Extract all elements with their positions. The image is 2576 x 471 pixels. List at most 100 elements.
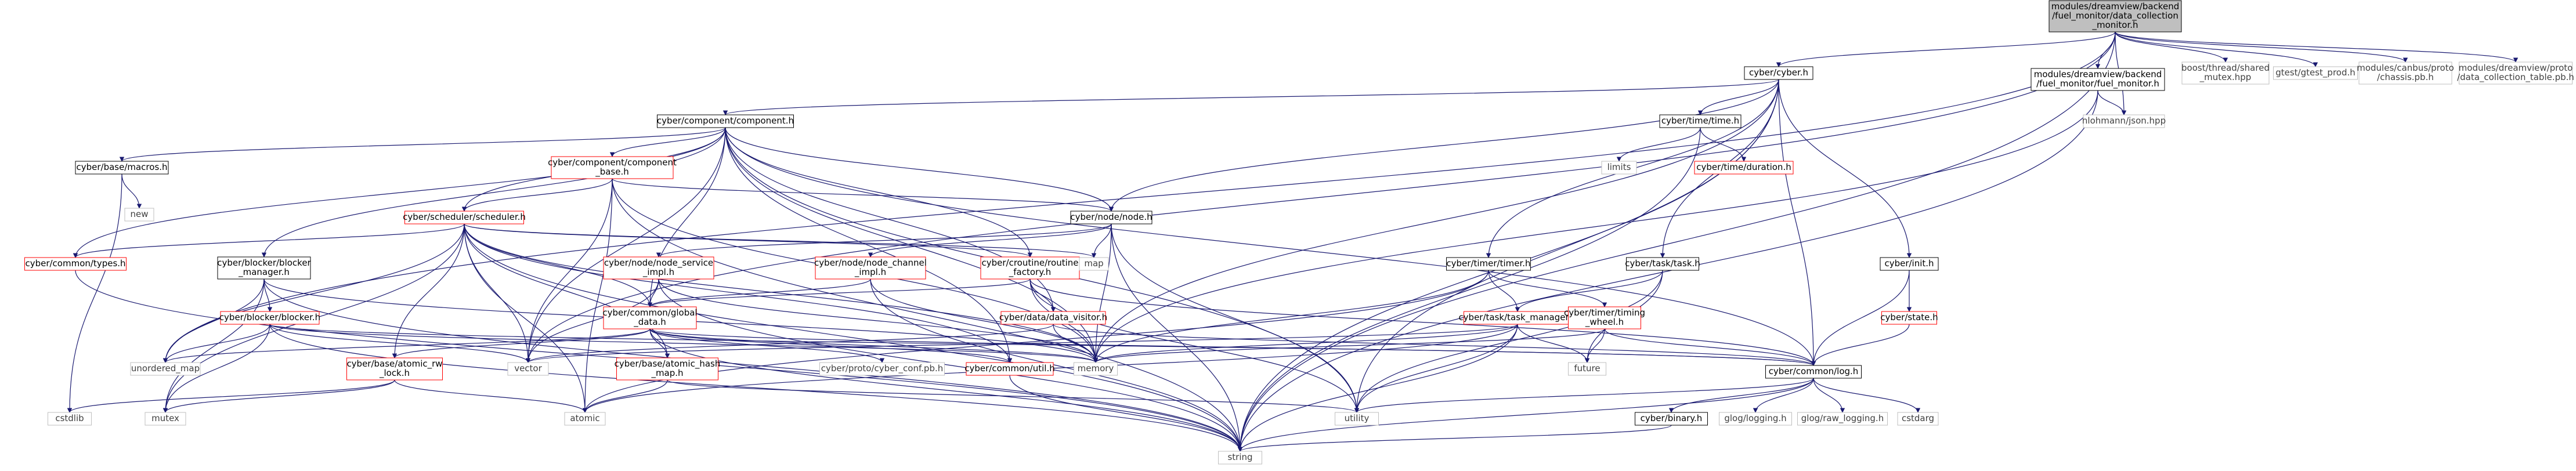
graph-node-task-h[interactable]: cyber/task/task.h — [1625, 257, 1700, 271]
node-label: _impl.h — [854, 267, 886, 278]
node-label: _base.h — [595, 166, 629, 177]
node-box — [1626, 257, 1699, 271]
edge-global_data_h-to-string — [649, 328, 1243, 452]
edge-scheduler_h-to-unordered_map — [162, 223, 465, 363]
edge-scheduler_h-to-types_h — [73, 223, 465, 258]
edge-component_h-to-log_h — [725, 127, 1816, 366]
node-label: modules/dreamview/proto — [2459, 63, 2573, 73]
graph-node-fuel-monitor-h[interactable]: modules/dreamview/backend/fuel_monitor/f… — [2031, 68, 2165, 91]
edge-task_h-to-task_manager_h — [1515, 270, 1663, 312]
node-label: cyber/task/task.h — [1625, 258, 1700, 269]
node-box — [551, 156, 674, 179]
edge-cyber_h-to-init_h — [1778, 79, 1912, 258]
edge-global_data_h-to-atomic_rw_lock_h — [392, 328, 651, 358]
graph-node-node-service-impl-h[interactable]: cyber/node/node_service_impl.h — [603, 256, 714, 280]
graph-node-glog-logging: glog/logging.h — [1719, 412, 1792, 426]
node-box — [507, 362, 549, 376]
graph-node-binary-h[interactable]: cyber/binary.h — [1635, 412, 1708, 426]
graph-node-atomic-rw-lock-h[interactable]: cyber/base/atomic_rw_lock.h — [346, 357, 443, 381]
edge-root-to-gtest_prod — [2115, 31, 2318, 67]
node-label: _monitor.h — [2091, 20, 2138, 31]
graph-node-macros-h[interactable]: cyber/base/macros.h — [75, 161, 169, 175]
graph-node-scheduler-h[interactable]: cyber/scheduler/scheduler.h — [403, 211, 526, 224]
node-box — [130, 362, 201, 376]
node-label: cyber/task/task_manager.h — [1458, 312, 1576, 323]
graph-node-util-h[interactable]: cyber/common/util.h — [964, 362, 1055, 376]
graph-node-component-h[interactable]: cyber/component/component.h — [657, 114, 794, 128]
node-box — [1694, 161, 1794, 175]
nodes-layer: modules/dreamview/backend/fuel_monitor/d… — [24, 0, 2574, 465]
graph-node-init-h[interactable]: cyber/init.h — [1880, 257, 1939, 271]
node-label: limits — [1607, 162, 1631, 172]
graph-node-data-visitor-h[interactable]: cyber/data/data_visitor.h — [999, 311, 1107, 325]
graph-node-types-h[interactable]: cyber/common/types.h — [24, 257, 127, 271]
graph-node-blocker-manager-h[interactable]: cyber/blocker/blocker_manager.h — [217, 256, 312, 280]
node-label: cyber/common/util.h — [964, 363, 1054, 374]
graph-node-future: future — [1568, 362, 1606, 376]
node-label: cyber/init.h — [1884, 258, 1934, 269]
node-label: map — [1084, 258, 1103, 269]
graph-node-atomic-hash-map-h[interactable]: cyber/base/atomic_hash_map.h — [615, 357, 721, 381]
node-label: glog/logging.h — [1724, 413, 1786, 423]
node-label: cyber/node/node_channel — [814, 258, 927, 269]
edge-log_h-to-glog_raw_logging — [1813, 378, 1845, 413]
graph-node-log-h[interactable]: cyber/common/log.h — [1765, 365, 1862, 379]
node-box — [1568, 306, 1641, 329]
graph-node-gtest-prod: gtest/gtest_prod.h — [2273, 66, 2358, 80]
edge-blocker_h-to-mutex — [162, 324, 270, 413]
graph-node-time-h[interactable]: cyber/time/time.h — [1659, 114, 1742, 128]
graph-node-task-manager-h[interactable]: cyber/task/task_manager.h — [1458, 311, 1577, 325]
node-box — [1070, 211, 1152, 224]
edge-task_manager_h-to-memory — [1093, 324, 1518, 363]
edge-root-to-chassis_pb — [2115, 31, 2408, 63]
graph-node-blocker-h[interactable]: cyber/blocker/blocker.h — [219, 311, 320, 325]
graph-node-component-base-h[interactable]: cyber/component/component_base.h — [548, 156, 677, 179]
edge-scheduler_h-to-atomic_rw_lock_h — [392, 223, 465, 358]
edge-component_base_h-to-scheduler_h — [461, 178, 613, 212]
edge-global_data_h-to-unordered_map — [163, 328, 651, 363]
node-box — [616, 357, 718, 381]
graph-node-node-h[interactable]: cyber/node/node.h — [1070, 211, 1152, 224]
graph-node-nlohmann: nlohmann/json.hpp — [2082, 114, 2166, 128]
edge-node_channel_impl_h-to-global_data_h — [647, 278, 871, 307]
edge-node_h-to-memory — [1093, 223, 1112, 363]
node-label: cyber/base/macros.h — [76, 162, 167, 172]
node-label: cyber/node/node.h — [1070, 212, 1152, 222]
node-box — [603, 256, 714, 280]
edge-component_h-to-types_h — [73, 127, 726, 258]
graph-node-state-h[interactable]: cyber/state.h — [1880, 311, 1938, 325]
graph-node-routine-factory-h[interactable]: cyber/croutine/routine_factory.h — [980, 256, 1080, 280]
graph-node-node-channel-impl-h[interactable]: cyber/node/node_channel_impl.h — [814, 256, 927, 280]
edge-scheduler_h-to-routine_factory_h — [464, 223, 1032, 258]
edge-blocker_manager_h-to-string — [263, 278, 1243, 452]
graph-node-timing-wheel-h[interactable]: cyber/timer/timing_wheel.h — [1564, 306, 1645, 329]
edge-component_h-to-routine_factory_h — [725, 127, 1033, 258]
node-box — [1601, 161, 1637, 175]
node-label: modules/dreamview/backend — [2034, 69, 2162, 79]
edge-global_data_h-to-util_h — [649, 328, 1013, 363]
edge-timing_wheel_h-to-future — [1584, 328, 1605, 363]
graph-node-duration-h[interactable]: cyber/time/duration.h — [1694, 161, 1794, 175]
edge-root-to-cyber_h — [1776, 31, 2116, 67]
node-box — [1897, 412, 1939, 426]
node-box — [217, 256, 311, 280]
node-label: unordered_map — [131, 363, 200, 374]
graph-node-global-data-h[interactable]: cyber/common/global_data.h — [602, 306, 698, 329]
graph-node-boost-mutex: boost/thread/shared_mutex.hpp — [2181, 61, 2270, 85]
node-label: cyber/timer/timer.h — [1446, 258, 1530, 269]
node-box — [2083, 114, 2165, 128]
graph-node-timer-h[interactable]: cyber/timer/timer.h — [1446, 257, 1531, 271]
node-box — [124, 208, 154, 222]
edge-atomic_rw_lock_h-to-cstdlib — [67, 379, 395, 413]
node-label: cyber/base/atomic_hash — [615, 358, 721, 369]
edge-component_h-to-global_data_h — [647, 127, 726, 307]
graph-node-cyber-h[interactable]: cyber/cyber.h — [1744, 66, 1813, 80]
node-label: glog/raw_logging.h — [1801, 413, 1884, 424]
edge-time_h-to-limits — [1616, 127, 1701, 162]
edge-node_service_impl_h-to-memory — [658, 278, 1099, 363]
node-label: cyber/scheduler/scheduler.h — [403, 212, 526, 222]
node-box — [2273, 66, 2358, 80]
node-label: mutex — [151, 413, 179, 423]
edge-timer_h-to-atomic — [582, 270, 1489, 413]
node-box — [1218, 451, 1262, 465]
